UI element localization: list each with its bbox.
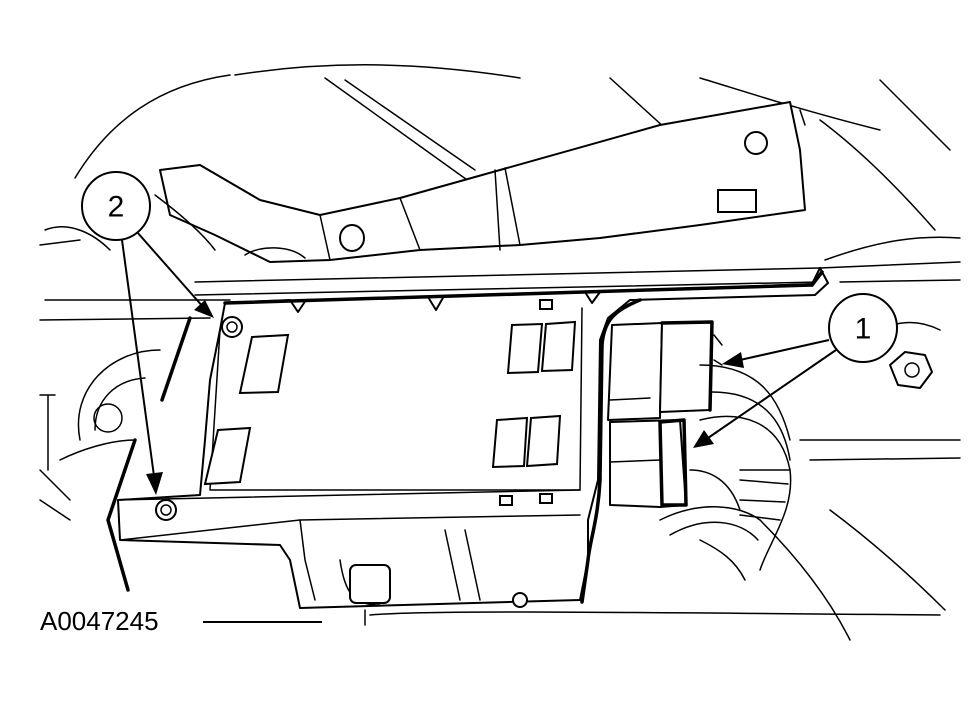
background-linework: [39, 64, 961, 641]
connectors: [607, 320, 941, 581]
callout-1-label: 1: [855, 313, 872, 346]
callout-2-label: 2: [108, 191, 125, 224]
callout-1: 1: [693, 293, 898, 448]
figure-id: A0047245: [40, 606, 322, 636]
screw-upper: [221, 316, 243, 338]
rail: [194, 261, 961, 296]
screw-lower: [155, 499, 177, 521]
figure-id-text: A0047245: [40, 606, 159, 636]
upper-bracket: [154, 101, 806, 263]
callout-2: 2: [81, 171, 214, 495]
control-module: [59, 267, 941, 626]
